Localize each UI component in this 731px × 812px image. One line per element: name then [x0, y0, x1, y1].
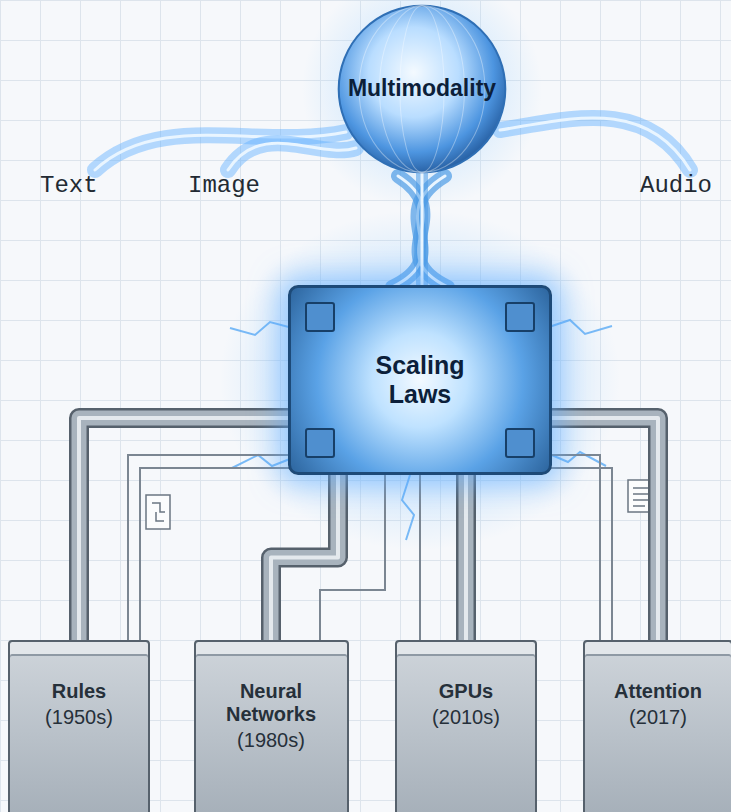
pipe-body [271, 475, 338, 640]
pipe-highlight [552, 418, 658, 640]
audio-stream [500, 118, 690, 170]
era-block: Neural Networks(1980s) [194, 640, 349, 812]
light-conduit [422, 172, 423, 285]
pipe-connector [271, 475, 338, 640]
era-name: Neural Networks [204, 680, 339, 726]
pipe-outline [416, 172, 428, 285]
icon-card [146, 495, 170, 529]
sphere-body [339, 6, 506, 173]
stream-label: Image [188, 172, 260, 199]
pipe-body [552, 418, 658, 640]
scaling-chip: Scaling Laws [288, 285, 552, 475]
pipe-outline [79, 418, 288, 640]
icon-lines [152, 503, 165, 521]
era-name: GPUs [439, 680, 493, 703]
pipe-connector [552, 418, 658, 640]
multimodality-sphere: Multimodality [337, 4, 507, 174]
pipe-outline [552, 418, 658, 640]
pipe-body [459, 475, 474, 640]
pipe-highlight [464, 475, 468, 640]
era-date: (1950s) [45, 705, 113, 729]
icon-lines [633, 488, 649, 506]
chip-pad [505, 302, 535, 332]
stream-label: Text [40, 172, 98, 199]
era-block: Attention(2017) [583, 640, 731, 812]
era-date: (1980s) [237, 728, 305, 752]
image-stream-core [228, 143, 356, 170]
pipe-outline [271, 475, 338, 640]
stream-label: Audio [640, 172, 712, 199]
chip-label: Scaling Laws [350, 351, 490, 409]
era-date: (2010s) [432, 705, 500, 729]
pipe-body [79, 418, 288, 640]
pipe-connector [79, 418, 288, 640]
spark [402, 475, 414, 540]
pipe-connector [466, 475, 467, 640]
pipe-outline [456, 475, 476, 640]
pipe-highlight [271, 475, 338, 640]
era-block: Rules(1950s) [8, 640, 150, 812]
era-block: GPUs(2010s) [395, 640, 537, 812]
image-stream [228, 143, 356, 170]
pipe-body [421, 172, 424, 285]
pipe-highlight [79, 418, 288, 640]
wire [540, 468, 612, 640]
chip-pad [305, 302, 335, 332]
thin-wires [128, 455, 612, 640]
chip-pad [505, 428, 535, 458]
wire [540, 455, 600, 640]
audio-stream-core [500, 118, 690, 170]
chip-pad [305, 428, 335, 458]
era-date: (2017) [629, 705, 687, 729]
schematic-icon [146, 495, 170, 529]
era-name: Attention [614, 680, 702, 703]
sphere-label: Multimodality [348, 76, 496, 101]
wire [419, 475, 421, 640]
era-name: Rules [52, 680, 106, 703]
